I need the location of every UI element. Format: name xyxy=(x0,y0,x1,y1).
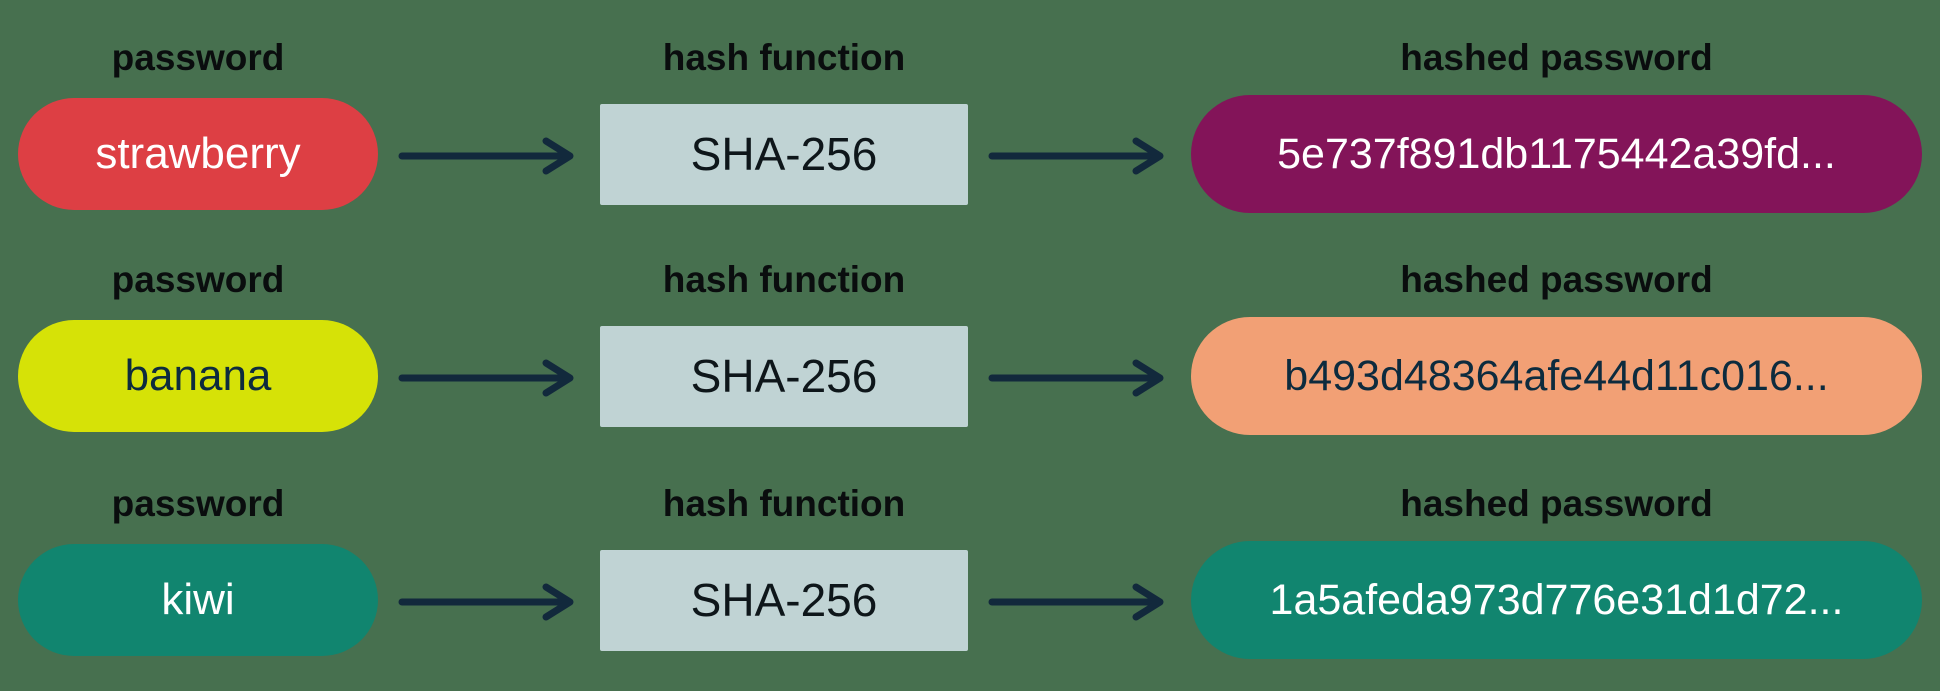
hashed-password-pill: 1a5afeda973d776e31d1d72... xyxy=(1191,541,1922,659)
hashed-password-cell: hashed password 5e737f891db1175442a39fd.… xyxy=(1191,37,1922,216)
flow-arrow-icon xyxy=(398,358,590,398)
diagram-row: password kiwi hash function SHA-256 xyxy=(0,483,1940,662)
hashed-password-column-label: hashed password xyxy=(1400,37,1713,78)
diagram-row: password strawberry hash function SHA-25… xyxy=(0,37,1940,216)
password-column-label: password xyxy=(111,37,285,78)
hash-function-box: SHA-256 xyxy=(600,103,968,205)
hashed-password-column-label: hashed password xyxy=(1400,483,1713,524)
flow-arrow-icon xyxy=(988,582,1180,622)
password-column-label: password xyxy=(111,483,285,524)
hash-function-column-label: hash function xyxy=(662,483,906,524)
hashed-password-cell: hashed password b493d48364afe44d11c016..… xyxy=(1191,259,1922,438)
password-pill: banana xyxy=(18,320,378,432)
password-pill: strawberry xyxy=(18,98,378,210)
hashed-password-pill: 5e737f891db1175442a39fd... xyxy=(1191,95,1922,213)
hash-function-box: SHA-256 xyxy=(600,325,968,427)
password-column-label: password xyxy=(111,259,285,300)
password-pill: kiwi xyxy=(18,544,378,656)
flow-arrow-icon xyxy=(398,136,590,176)
hashed-password-pill: b493d48364afe44d11c016... xyxy=(1191,317,1922,435)
flow-arrow-icon xyxy=(988,136,1180,176)
hash-function-column-label: hash function xyxy=(662,37,906,78)
password-cell: password banana xyxy=(18,259,378,438)
hash-function-cell: hash function SHA-256 xyxy=(600,483,968,662)
hashed-password-cell: hashed password 1a5afeda973d776e31d1d72.… xyxy=(1191,483,1922,662)
password-cell: password strawberry xyxy=(18,37,378,216)
flow-arrow-icon xyxy=(988,358,1180,398)
hash-function-box: SHA-256 xyxy=(600,549,968,651)
hash-function-cell: hash function SHA-256 xyxy=(600,37,968,216)
hashed-password-column-label: hashed password xyxy=(1400,259,1713,300)
flow-arrow-icon xyxy=(398,582,590,622)
password-cell: password kiwi xyxy=(18,483,378,662)
hash-function-column-label: hash function xyxy=(662,259,906,300)
diagram-row: password banana hash function SHA-256 xyxy=(0,259,1940,438)
hash-function-cell: hash function SHA-256 xyxy=(600,259,968,438)
